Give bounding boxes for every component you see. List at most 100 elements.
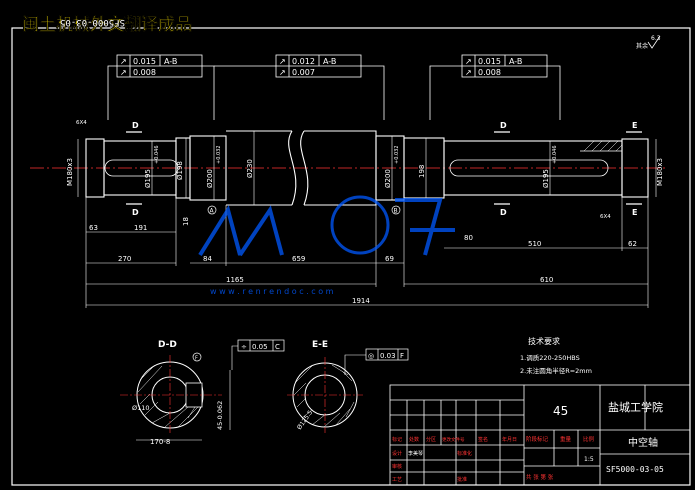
row-label-sign: 签名 xyxy=(478,436,488,443)
svg-text:C: C xyxy=(275,343,280,351)
dim-191: 191 xyxy=(134,224,147,232)
dim-270: 270 xyxy=(118,255,131,263)
diameter-dim-lines xyxy=(77,131,657,205)
datum-b: B xyxy=(394,208,398,215)
role-audit: 审核 xyxy=(392,463,402,470)
title-block-texts: 45 盐城工学院 中空轴 SF5000-03-05 阶段标记 重量 比例 1:5… xyxy=(392,400,664,483)
label-scale: 比例 xyxy=(583,435,595,443)
tolerance-value: 0.008 xyxy=(133,68,156,77)
tolerance-symbol: ↗ xyxy=(120,68,127,77)
svg-text:F: F xyxy=(400,352,404,360)
section-dd-diameter: Ø110 xyxy=(132,404,150,412)
label-weight: 重量 xyxy=(560,435,572,443)
tolerance-value: 0.008 xyxy=(478,68,501,77)
tolerance-symbol: ↗ xyxy=(465,57,472,66)
tol-right-bearing: +0.032 xyxy=(394,145,400,164)
dia-right-bearing: Ø200 xyxy=(384,169,392,188)
label-sheets: 共 张 第 张 xyxy=(526,473,554,481)
shaft-outline xyxy=(85,130,649,206)
drawing-border xyxy=(11,27,691,486)
dim-69: 69 xyxy=(385,255,394,263)
section-mark-d-bot-right: D xyxy=(500,208,507,217)
row-label-mark: 标记 xyxy=(392,436,402,443)
tech-req-title: 技术要求 xyxy=(528,336,560,346)
tolerance-frame-1: ↗ 0.015 A-B ↗ 0.008 xyxy=(107,54,215,120)
row-label-zone: 分区 xyxy=(426,436,436,443)
section-mark-d-top-left: D xyxy=(132,121,139,130)
section-dd-depth: 45-0.062 xyxy=(216,401,224,430)
dim-659: 659 xyxy=(292,255,305,263)
tolerance-datum: A-B xyxy=(164,57,177,66)
label-stage: 阶段标记 xyxy=(526,435,549,443)
chamfer-right: 6X4 xyxy=(600,214,611,220)
tolerance-datum: A-B xyxy=(323,57,336,66)
site-watermark-logo xyxy=(198,195,455,257)
tech-req-line-2: 2.未注圆角半径R=2mm xyxy=(520,366,592,375)
section-mark-e-top: E xyxy=(632,121,637,130)
section-dd-tolerance: ÷ 0.05 C xyxy=(231,339,285,370)
chamfer-left: 6X4 xyxy=(76,120,87,126)
dim-63: 63 xyxy=(89,224,98,232)
dim-84: 84 xyxy=(203,255,212,263)
dia-left-collar: Ø198 xyxy=(176,161,184,180)
dia-center: Ø230 xyxy=(246,159,254,178)
role-design: 设计 xyxy=(392,450,402,457)
svg-text:÷: ÷ xyxy=(241,343,247,351)
material: 45 xyxy=(553,404,568,418)
section-ee-title: E-E xyxy=(312,340,328,350)
section-dd-width: 170-8 xyxy=(150,438,170,446)
dim-18: 18 xyxy=(182,217,190,226)
dia-left-journal: Ø195 xyxy=(144,169,152,188)
roughness-note: 其余 xyxy=(636,42,648,50)
tol-right-journal: +0.046 xyxy=(552,145,558,164)
top-watermark-title: 闽土机械外文翻译成品 xyxy=(22,14,192,35)
tolerance-symbol: ↗ xyxy=(279,57,286,66)
row-label-change: 更改文件号 xyxy=(442,436,465,443)
title-block xyxy=(389,384,691,486)
tolerance-value: 0.007 xyxy=(292,68,315,77)
site-watermark-url: w w w . r e n r e n d o c . c o m xyxy=(210,287,334,296)
section-mark-d-top-right: D xyxy=(500,121,507,130)
tolerance-symbol: ↗ xyxy=(120,57,127,66)
horizontal-dim-lines xyxy=(85,195,649,308)
row-label-count: 处数 xyxy=(409,436,419,443)
svg-text:0.03: 0.03 xyxy=(380,352,396,360)
tolerance-frame-3: ↗ 0.015 A-B ↗ 0.008 xyxy=(429,54,561,120)
dia-right-journal: Ø195 xyxy=(542,169,550,188)
dia-right-thread: M180x3 xyxy=(656,158,664,186)
tolerance-frame-2: ↗ 0.012 A-B ↗ 0.007 xyxy=(214,54,385,120)
tol-left-bearing: +0.032 xyxy=(216,145,222,164)
tolerance-value: 0.015 xyxy=(478,57,501,66)
section-mark-d-bot-left: D xyxy=(132,208,139,217)
drawing-number: SF5000-03-05 xyxy=(606,465,664,474)
dim-610: 610 xyxy=(540,276,553,284)
dim-1165: 1165 xyxy=(226,276,244,284)
right-end-hatch xyxy=(580,140,623,152)
tolerance-datum: A-B xyxy=(509,57,522,66)
school-name: 盐城工学院 xyxy=(608,400,663,414)
dim-texts: 63 191 18 270 84 659 69 80 510 62 1165 6… xyxy=(89,217,637,305)
datum-f: F xyxy=(195,356,198,362)
roughness-value: 6.3 xyxy=(651,35,661,42)
tol-left-journal: +0.046 xyxy=(154,145,160,164)
part-name: 中空轴 xyxy=(628,436,658,449)
section-mark-e-bot: E xyxy=(632,208,637,217)
svg-text:0.05: 0.05 xyxy=(252,343,268,351)
tech-req-line-1: 1.调质220-250HBS xyxy=(520,353,580,362)
datum-a: A xyxy=(210,208,215,215)
dia-left-bearing: Ø200 xyxy=(206,169,214,188)
dim-80: 80 xyxy=(464,234,473,242)
tolerance-value: 0.012 xyxy=(292,57,315,66)
role-approve: 批准 xyxy=(457,476,467,483)
dia-left-thread: M180x3 xyxy=(66,158,74,186)
section-markers: D D D D E E A B xyxy=(126,121,642,217)
scale-value: 1:5 xyxy=(584,456,594,463)
svg-text:◎: ◎ xyxy=(368,352,374,360)
top-drawing-code: SF5000-03-05 xyxy=(60,17,125,27)
section-dd-title: D-D xyxy=(158,340,177,350)
dia-right-collar: 198 xyxy=(418,165,426,178)
dim-510: 510 xyxy=(528,240,541,248)
section-dd-view: D-D F Ø110 170-8 45-0.062 xyxy=(120,340,231,446)
row-label-date: 年月日 xyxy=(502,436,517,443)
